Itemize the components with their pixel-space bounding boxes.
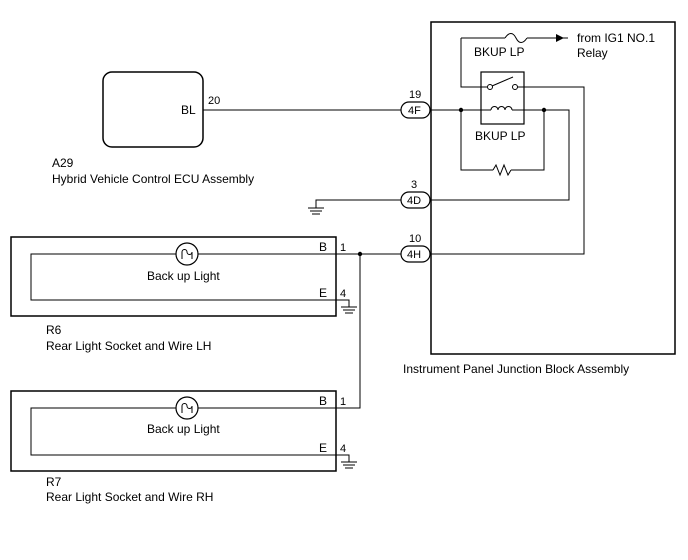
relay-coil-icon [490, 106, 513, 111]
ecu-name: Hybrid Vehicle Control ECU Assembly [52, 172, 254, 186]
connector-4d-pin: 3 [411, 179, 417, 191]
rear-rh-pin-e-number: 4 [340, 443, 346, 455]
relay-contact-left [487, 84, 493, 90]
connector-4h-code: 4H [407, 249, 421, 261]
connector-4f-pin: 19 [409, 89, 421, 101]
rear-lh-bulb-icon [175, 242, 199, 266]
power-source-label: from IG1 NO.1 [577, 31, 655, 45]
power-source-label-line2: Relay [577, 46, 608, 60]
rear-rh-pin-b-number: 1 [340, 396, 346, 408]
rear-rh-pin-b-label: B [319, 394, 327, 408]
rear-lh-code: R6 [46, 323, 62, 337]
rear-rh-name: Rear Light Socket and Wire RH [46, 490, 213, 504]
junction-block-name: Instrument Panel Junction Block Assembly [403, 362, 629, 376]
connector-4d-code: 4D [407, 195, 421, 207]
rear-rh-code: R7 [46, 475, 62, 489]
connector-4h-pin: 10 [409, 233, 421, 245]
ecu-pin-label: BL [181, 103, 196, 117]
wire-coil-to-4d [430, 109, 570, 201]
rear-lh-pin-b-label: B [319, 240, 327, 254]
rear-lh-pin-b-number: 1 [340, 242, 346, 254]
wire-split-to-rh [337, 254, 361, 409]
rear-rh-lamp-label: Back up Light [147, 422, 220, 436]
rear-lh-pin-e-number: 4 [340, 288, 346, 300]
rear-lh-box [10, 236, 337, 317]
fuse-label: BKUP LP [474, 45, 524, 59]
ground-icon-4d [308, 207, 324, 215]
ground-icon-rear-lh [341, 306, 357, 314]
wire-fuse-to-switch [460, 38, 487, 88]
resistor-icon [492, 163, 512, 177]
wire-resistor-left [460, 110, 493, 171]
wire-switch-to-4h [430, 86, 585, 255]
relay-label: BKUP LP [475, 129, 525, 143]
ecu-code: A29 [52, 156, 74, 170]
rear-rh-box [10, 390, 337, 472]
ground-icon-rear-rh [341, 461, 357, 469]
wire-rear-rh-ground [337, 454, 350, 462]
relay-box [480, 71, 525, 125]
rear-lh-name: Rear Light Socket and Wire LH [46, 339, 211, 353]
connector-4f: 4F 19 [400, 89, 431, 119]
relay-switch-blade [491, 76, 514, 87]
junction-block-box [430, 21, 676, 355]
rear-lh-lamp-label: Back up Light [147, 269, 220, 283]
wire-resistor-right [511, 110, 545, 171]
connector-4d: 4D 3 [400, 179, 431, 209]
wire-4d-to-ground [315, 199, 401, 208]
wire-rear-lh-ground [337, 299, 350, 307]
connector-4f-code: 4F [408, 105, 421, 117]
rear-rh-pin-e-label: E [319, 441, 327, 455]
ecu-pin-number: 20 [208, 95, 220, 107]
rear-rh-bulb-icon [175, 396, 199, 420]
connector-4h: 4H 10 [400, 233, 431, 263]
power-arrow-icon [556, 34, 564, 42]
relay-contact-right [512, 84, 518, 90]
rear-lh-pin-e-label: E [319, 286, 327, 300]
fuse-icon [504, 33, 528, 43]
